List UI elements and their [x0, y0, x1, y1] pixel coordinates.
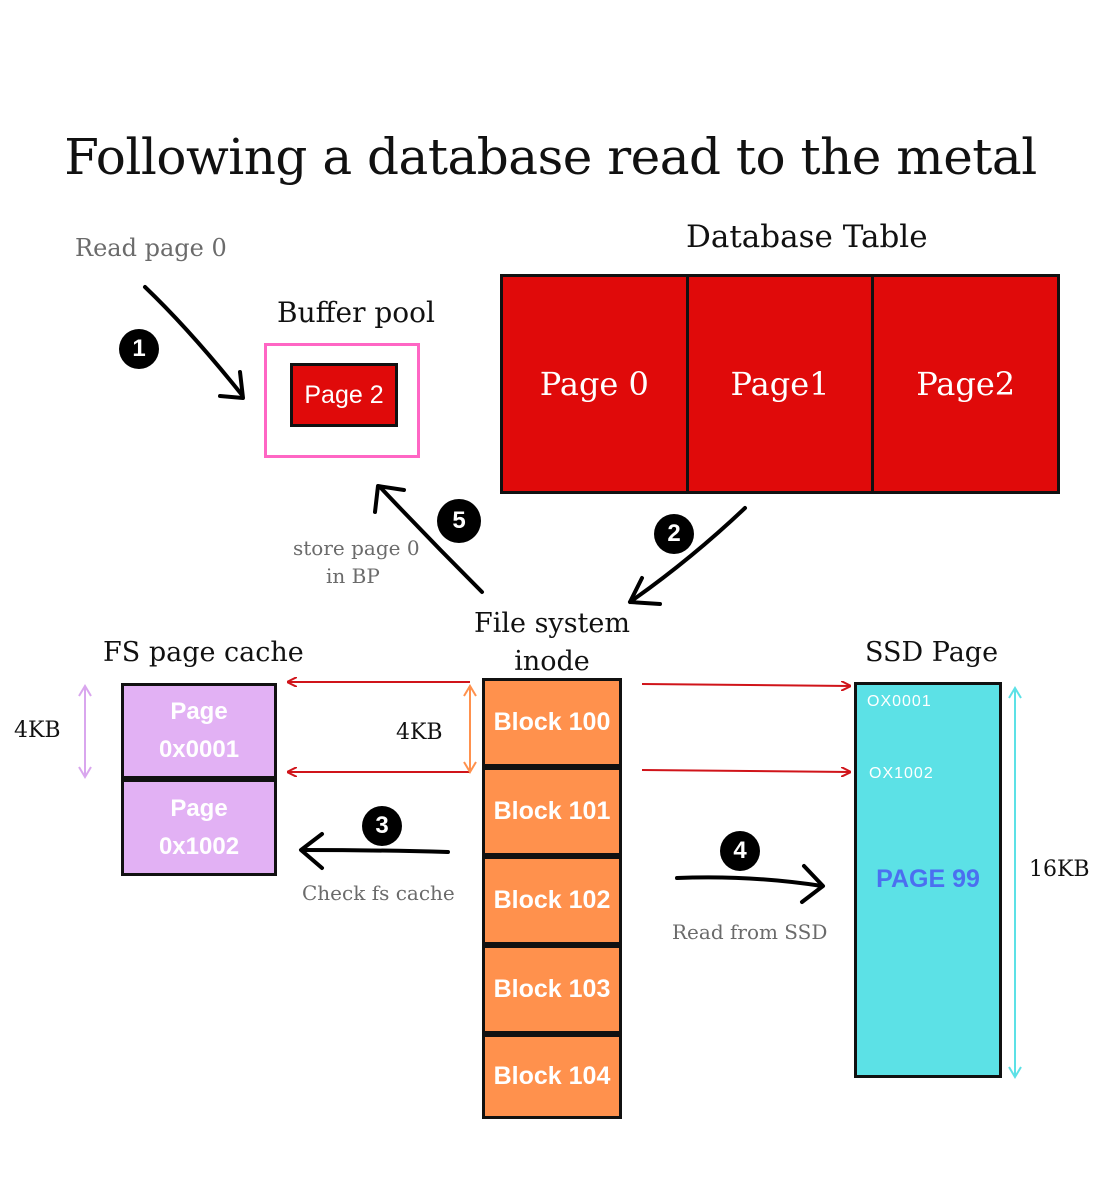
size-bracket-right	[1008, 686, 1022, 1079]
step-2-arrow	[628, 506, 747, 604]
store-page-label-line2: in BP	[326, 564, 380, 588]
size-bracket-mid	[463, 684, 477, 774]
step-4-badge: 4	[720, 831, 760, 871]
ssd-address-0001: OX0001	[867, 693, 932, 710]
fs-cache-page-0001: Page 0x0001	[121, 683, 277, 779]
read-page-label: Read page 0	[75, 234, 227, 262]
block-104: Block 104	[482, 1034, 622, 1119]
step-1-badge: 1	[119, 329, 159, 369]
table-page-0: Page 0	[500, 274, 689, 494]
fs-cache-page-1002: Page 0x1002	[121, 779, 277, 876]
read-from-ssd-label: Read from SSD	[672, 920, 828, 944]
database-table-label: Database Table	[686, 219, 928, 255]
fs-cache-page-1002-line2: 0x1002	[158, 832, 240, 860]
table-page-2: Page2	[871, 274, 1061, 494]
page-title: Following a database read to the metal	[64, 128, 1037, 186]
block-101: Block 101	[482, 767, 622, 856]
step-4-arrow	[675, 875, 824, 888]
ssd-page-label: SSD Page	[865, 637, 999, 668]
fs-cache-page-1002-line1: Page	[170, 794, 228, 822]
step-5-arrow	[378, 485, 484, 594]
step-2-badge: 2	[654, 514, 694, 554]
size-label-4kb-left: 4KB	[14, 718, 61, 743]
pointer-block101-ssd	[641, 770, 850, 772]
size-bracket-left	[78, 684, 92, 779]
check-fs-cache-label: Check fs cache	[302, 881, 455, 905]
buffer-pool-label: Buffer pool	[277, 296, 435, 329]
step-1-arrow	[143, 285, 244, 397]
step-3-badge: 3	[362, 806, 402, 846]
buffer-pool-page: Page 2	[290, 363, 398, 427]
database-table: Page 0 Page1 Page2	[500, 274, 1061, 494]
ssd-page-99: PAGE 99	[876, 865, 980, 893]
block-103: Block 103	[482, 945, 622, 1034]
block-102: Block 102	[482, 856, 622, 945]
size-label-16kb: 16KB	[1029, 857, 1090, 882]
step-3-arrow	[300, 848, 450, 854]
fs-cache-page-0001-line1: Page	[170, 698, 228, 725]
table-page-1: Page1	[685, 274, 875, 494]
fs-page-cache-label: FS page cache	[103, 637, 304, 668]
fs-inode-label-line2: inode	[514, 646, 590, 677]
size-label-4kb-mid: 4KB	[396, 720, 443, 745]
ssd-page: OX0001 OX1002 PAGE 99	[854, 682, 1002, 1078]
ssd-address-1002: OX1002	[869, 765, 934, 782]
fs-cache-page-0001-line2: 0x0001	[158, 736, 240, 763]
buffer-pool	[264, 343, 420, 458]
store-page-label-line1: store page 0	[293, 536, 420, 560]
step-5-badge: 5	[437, 499, 481, 543]
pointer-block100-ssd	[641, 684, 850, 686]
block-100: Block 100	[482, 678, 622, 767]
fs-inode-label-line1: File system	[474, 608, 630, 639]
